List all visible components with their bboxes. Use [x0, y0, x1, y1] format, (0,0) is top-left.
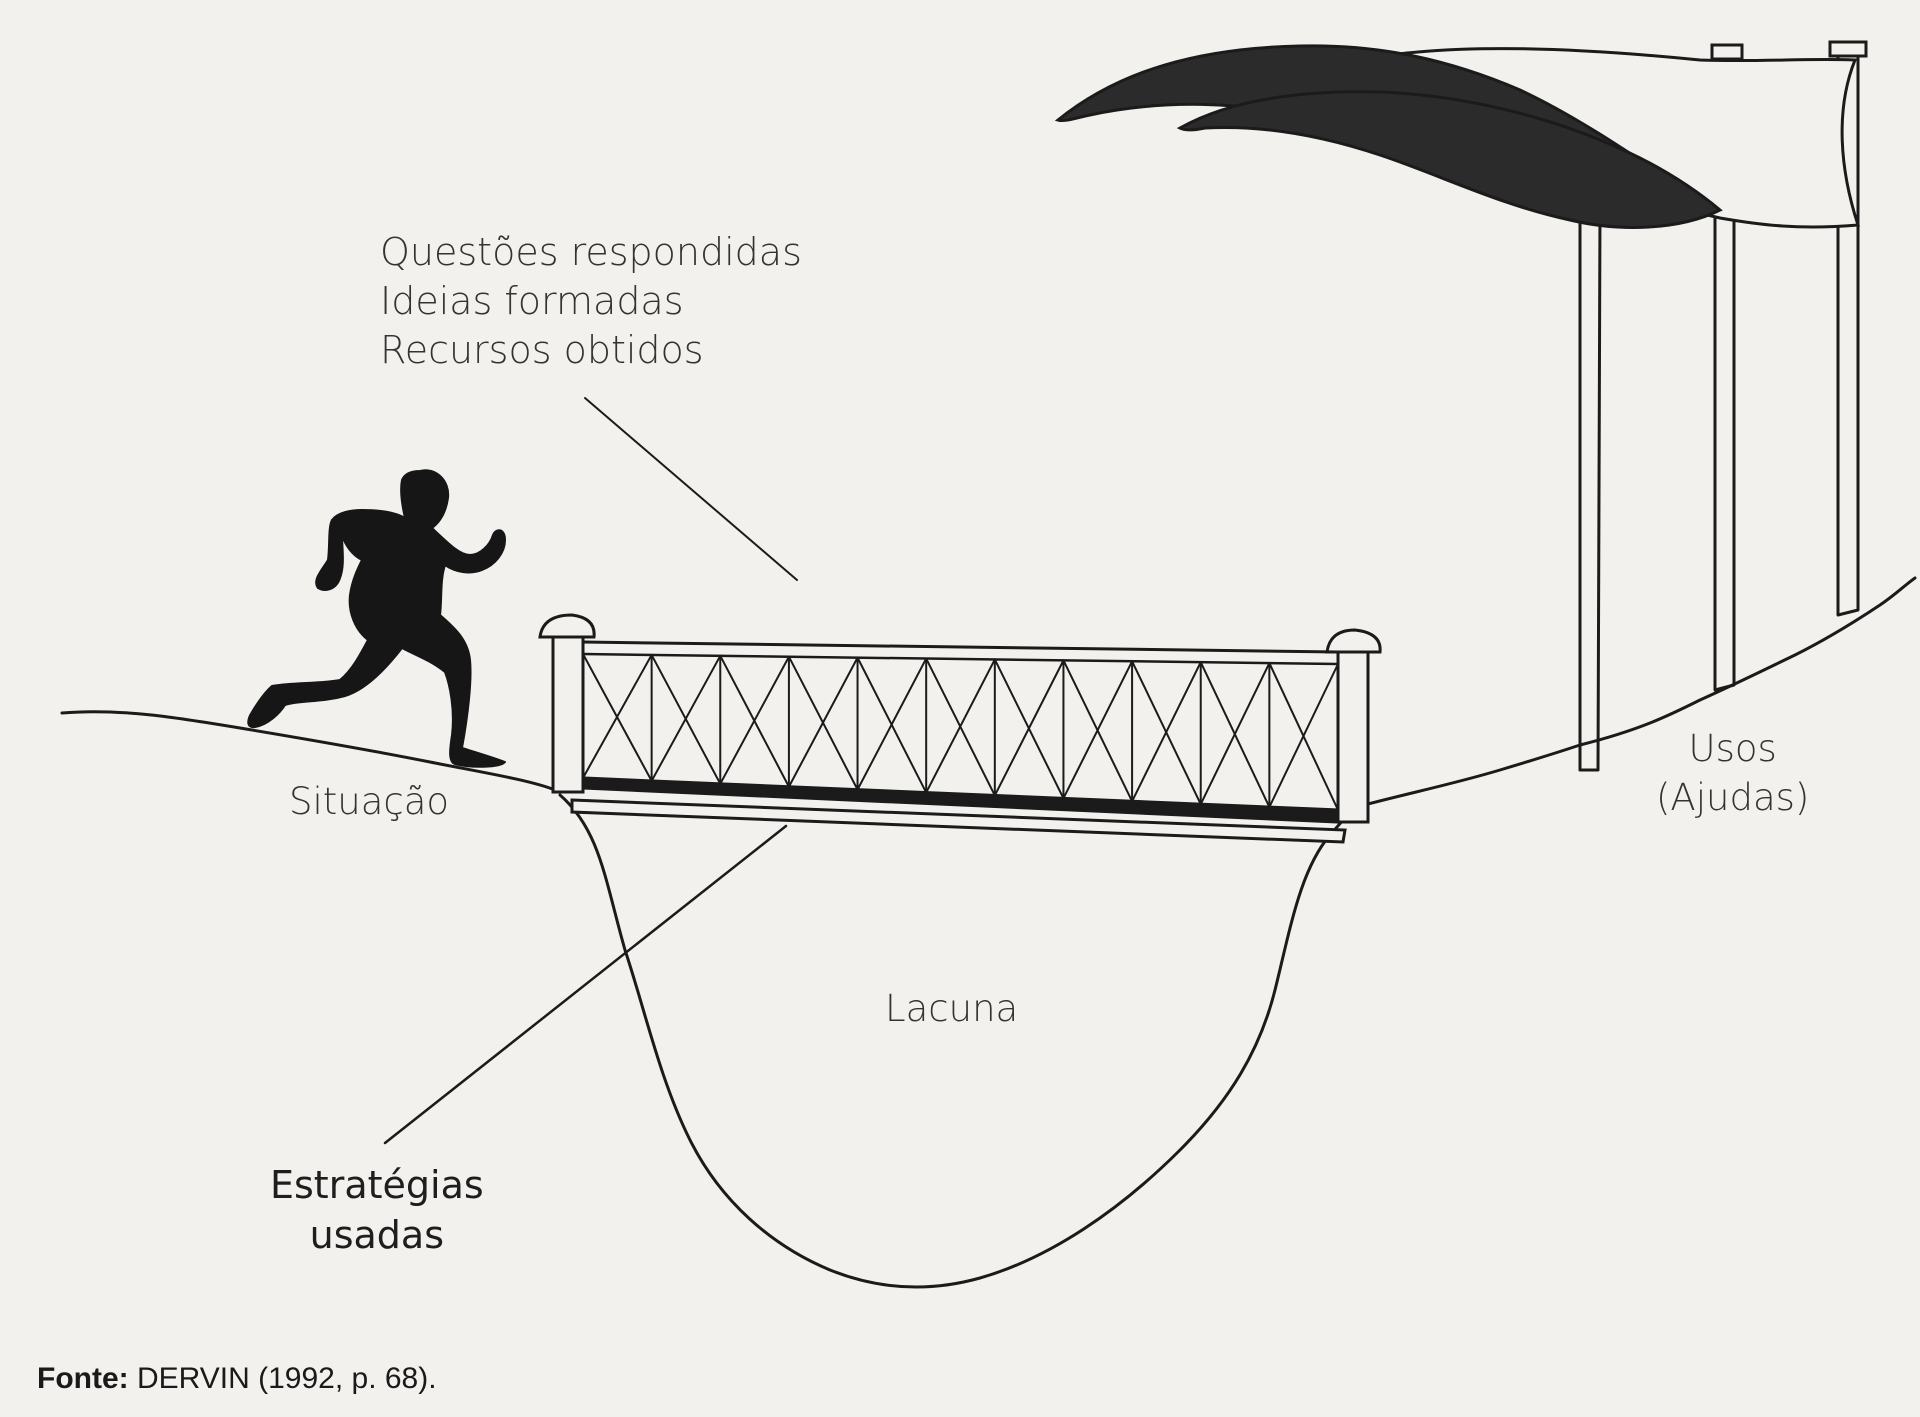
bridge-base	[570, 798, 1347, 844]
answers-label: Questões respondidas Ideias formadas Rec…	[380, 228, 802, 375]
lattice-brace	[650, 654, 722, 782]
lattice-brace	[993, 659, 1065, 797]
lattice-brace	[856, 657, 928, 791]
leader-line-answers	[584, 397, 798, 581]
lattice-brace	[925, 658, 996, 794]
lattice-brace	[1131, 661, 1202, 803]
strategies-line-2: usadas	[309, 1213, 445, 1257]
right-post	[1336, 650, 1370, 824]
right-post-cap	[1325, 628, 1382, 654]
answers-line-1: Questões respondidas	[380, 230, 802, 274]
top-rail	[581, 640, 1340, 654]
lattice-brace	[1268, 663, 1339, 809]
leader-line-strategies	[383, 824, 788, 1145]
bridge-lattice	[582, 653, 1339, 811]
pole-2-cap	[1710, 43, 1744, 61]
runner-silhouette	[247, 469, 506, 768]
uses-line-2: (Ajudas)	[1656, 776, 1810, 819]
flags	[1054, 40, 1868, 772]
source-text: DERVIN (1992, p. 68).	[128, 1362, 437, 1395]
answers-line-2: Ideias formadas	[380, 279, 684, 323]
pole-3-cap	[1828, 40, 1868, 58]
situation-label: Situação	[289, 780, 450, 823]
uses-label: Usos (Ajudas)	[1656, 724, 1809, 822]
lattice-brace	[787, 656, 859, 788]
flag-pole-1	[1578, 208, 1602, 772]
top-rail-inner	[581, 652, 1340, 666]
lattice-brace	[1062, 660, 1134, 800]
left-ground-line	[60, 710, 557, 792]
answers-line-3: Recursos obtidos	[380, 328, 704, 372]
left-post	[551, 635, 585, 794]
chasm-outline	[558, 793, 1355, 1289]
source-prefix: Fonte:	[37, 1362, 129, 1395]
gap-label: Lacuna	[885, 987, 1019, 1030]
lattice-brace	[1199, 662, 1271, 806]
strategies-label: Estratégias usadas	[270, 1160, 484, 1260]
source-caption: Fonte: DERVIN (1992, p. 68).	[37, 1362, 437, 1396]
lattice-brace	[582, 653, 653, 779]
bridge	[538, 613, 1382, 844]
right-ground-line	[1351, 576, 1917, 810]
strategies-line-1: Estratégias	[270, 1163, 484, 1207]
lattice-brace	[719, 655, 790, 785]
flag-pole-2	[1713, 213, 1736, 692]
left-post-cap	[538, 613, 596, 639]
flag-dark-front	[1176, 90, 1723, 229]
uses-line-1: Usos	[1688, 727, 1777, 770]
